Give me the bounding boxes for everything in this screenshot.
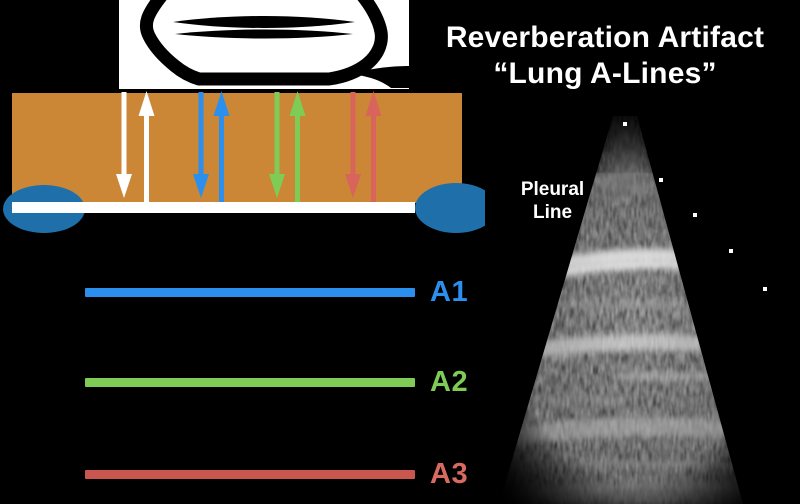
pleural-line-callout-word-2: Line bbox=[532, 202, 573, 223]
arrow-green-down bbox=[269, 92, 285, 200]
rib-right bbox=[415, 183, 497, 233]
title-line-1: Reverberation Artifact bbox=[445, 21, 765, 54]
pleural-line-callout: Pleural Line bbox=[500, 178, 605, 224]
a-line-bar-1 bbox=[85, 288, 415, 297]
depth-markers bbox=[623, 122, 767, 291]
a-line-label-1: A1 bbox=[430, 276, 469, 308]
arrow-red-up bbox=[365, 90, 382, 202]
slide-title: Reverberation Artifact “Lung A-Lines” bbox=[415, 20, 795, 92]
lung-ultrasound-schematic: A1 A2 A3 bbox=[3, 0, 497, 490]
arrow-blue-up bbox=[213, 90, 230, 202]
arrow-white-up bbox=[138, 90, 155, 202]
pleural-line-band bbox=[12, 202, 415, 213]
title-line-2: “Lung A-Lines” bbox=[493, 57, 717, 90]
ultrasound-image bbox=[485, 108, 800, 504]
a-line-label-3: A3 bbox=[430, 458, 469, 490]
arrow-green-up bbox=[289, 90, 306, 202]
soft-tissue-layer bbox=[12, 93, 462, 203]
arrow-blue-down bbox=[193, 92, 209, 200]
pleural-line-callout-word-1: Pleural bbox=[520, 179, 585, 200]
a-line-label-2: A2 bbox=[430, 366, 469, 398]
a-line-bar-3 bbox=[85, 470, 415, 479]
ultrasound-probe-icon bbox=[119, 0, 409, 89]
arrow-white-down bbox=[116, 92, 132, 200]
a-line-bar-2 bbox=[85, 378, 415, 387]
arrow-red-down bbox=[345, 92, 361, 200]
